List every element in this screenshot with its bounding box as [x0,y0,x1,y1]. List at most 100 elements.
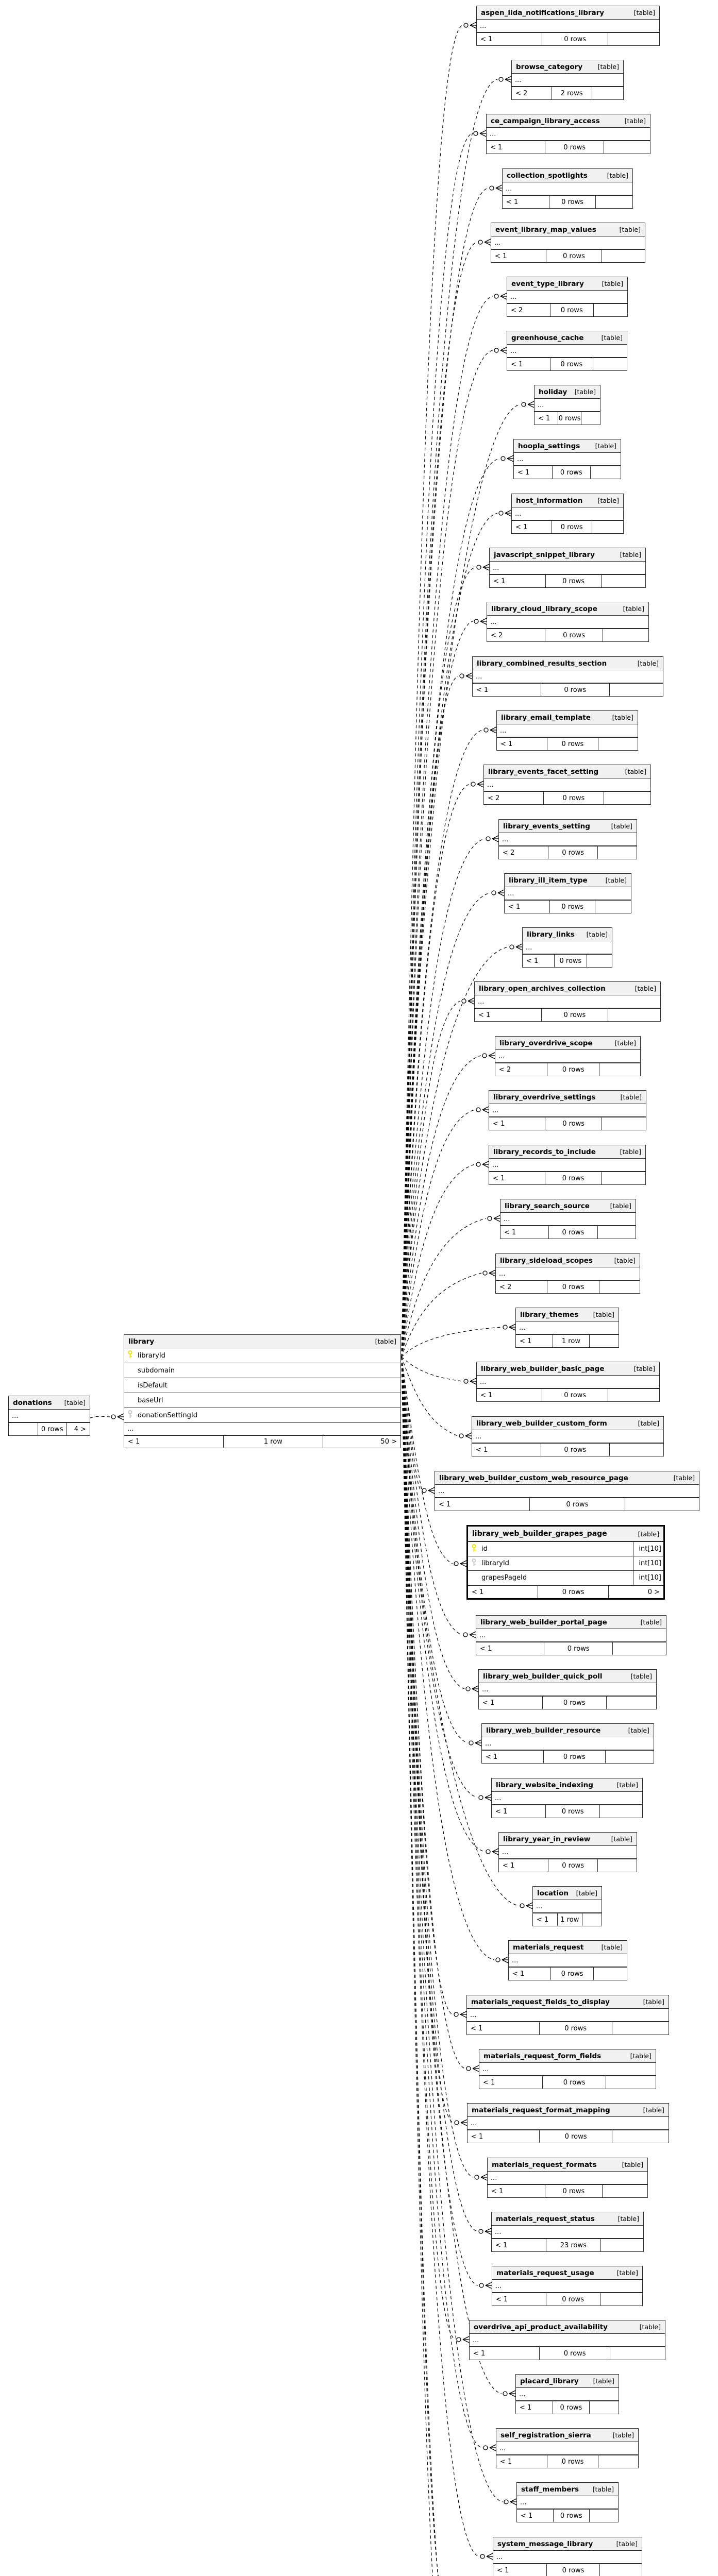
parent-count: < 1 [500,1226,549,1239]
table-name[interactable]: library_combined_results_section [477,659,607,668]
table-name[interactable]: library_events_facet_setting [488,767,599,776]
table-name[interactable]: library_web_builder_basic_page [481,1364,605,1373]
table-node-materials_request_fields_to_display[interactable]: materials_request_fields_to_display[tabl… [466,1995,669,2035]
table-name[interactable]: library_web_builder_quick_poll [483,1672,603,1681]
table-name[interactable]: location [537,1889,569,1897]
table-name[interactable]: library_links [527,930,575,939]
table-name[interactable]: library_web_builder_portal_page [480,1618,607,1626]
table-node-library_web_builder_custom_form[interactable]: library_web_builder_custom_form[table]..… [472,1416,664,1456]
table-name[interactable]: materials_request_formats [492,2160,597,2169]
table-name[interactable]: overdrive_api_product_availability [474,2323,608,2331]
table-name[interactable]: library_records_to_include [493,1147,596,1156]
table-name[interactable]: materials_request_format_mapping [472,2106,610,2114]
table-name[interactable]: host_information [516,496,583,505]
table-name[interactable]: hoopla_settings [518,442,580,450]
table-name[interactable]: materials_request_usage [496,2268,594,2277]
table-name[interactable]: ce_campaign_library_access [491,116,600,125]
table-name[interactable]: library_events_setting [503,822,590,831]
table-name[interactable]: browse_category [516,62,583,71]
table-node-aspen_lida_notifications_library[interactable]: aspen_lida_notifications_library[table].… [476,6,660,46]
table-name[interactable]: library_web_builder_grapes_page [472,1530,607,1538]
table-node-library_web_builder_basic_page[interactable]: library_web_builder_basic_page[table]...… [476,1362,660,1402]
table-name[interactable]: library_year_in_review [503,1835,591,1843]
table-name[interactable]: library_open_archives_collection [479,984,606,993]
table-name[interactable]: library_search_source [505,1201,590,1210]
table-name[interactable]: library_website_indexing [496,1781,593,1789]
table-name[interactable]: library_web_builder_custom_web_resource_… [439,1473,628,1482]
table-name[interactable]: event_library_map_values [495,225,596,234]
table-name[interactable]: library_ill_item_type [509,876,588,885]
table-name[interactable]: system_message_library [497,2539,593,2548]
table-name[interactable]: donations [13,1398,52,1407]
table-name[interactable]: library_themes [520,1310,579,1319]
table-node-library_web_builder_portal_page[interactable]: library_web_builder_portal_page[table]..… [476,1615,666,1655]
table-name[interactable]: materials_request_fields_to_display [471,1997,610,2006]
table-name[interactable]: library_web_builder_custom_form [476,1419,607,1428]
table-node-library_events_facet_setting[interactable]: library_events_facet_setting[table]...< … [483,765,651,805]
table-name[interactable]: aspen_lida_notifications_library [481,8,605,17]
table-name[interactable]: javascript_snippet_library [494,550,595,559]
table-node-overdrive_api_product_availability[interactable]: overdrive_api_product_availability[table… [469,2320,665,2360]
table-name[interactable]: materials_request_form_fields [483,2052,602,2060]
table-node-library_web_builder_quick_poll[interactable]: library_web_builder_quick_poll[table]...… [478,1669,657,1709]
table-node-library_web_builder_grapes_page[interactable]: library_web_builder_grapes_page[table]id… [466,1525,665,1600]
table-name[interactable]: materials_request [513,1943,584,1952]
table-name[interactable]: library [128,1337,155,1346]
table-name[interactable]: self_registration_sierra [500,2431,591,2439]
table-name[interactable]: event_type_library [511,279,584,288]
table-name[interactable]: library_email_template [501,713,591,722]
table-node-materials_request_form_fields[interactable]: materials_request_form_fields[table]...<… [479,2049,656,2089]
table-name[interactable]: collection_spotlights [507,171,588,180]
table-name[interactable]: library_cloud_library_scope [491,604,597,613]
table-node-library_cloud_library_scope[interactable]: library_cloud_library_scope[table]...< 2… [487,602,649,642]
table-node-materials_request_format_mapping[interactable]: materials_request_format_mapping[table].… [467,2103,669,2143]
table-name[interactable]: library_overdrive_settings [493,1093,596,1101]
table-name[interactable]: greenhouse_cache [511,333,584,342]
table-node-library_web_builder_resource[interactable]: library_web_builder_resource[table]...< … [481,1723,654,1764]
table-name[interactable]: materials_request_status [496,2214,595,2223]
table-name[interactable]: holiday [539,387,567,396]
table-node-library_web_builder_custom_web_resource_page[interactable]: library_web_builder_custom_web_resource_… [435,1471,699,1511]
table-node-library_combined_results_section[interactable]: library_combined_results_section[table].… [472,656,663,697]
table-name[interactable]: library_overdrive_scope [499,1039,593,1047]
table-name[interactable]: placard_library [520,2377,579,2385]
table-name[interactable]: library_web_builder_resource [486,1726,601,1735]
crows-foot-prong [479,133,487,137]
table-name[interactable]: staff_members [521,2485,579,2494]
table-name[interactable]: library_sideload_scopes [500,1256,593,1265]
table-node-library_open_archives_collection[interactable]: library_open_archives_collection[table].… [474,981,661,1022]
